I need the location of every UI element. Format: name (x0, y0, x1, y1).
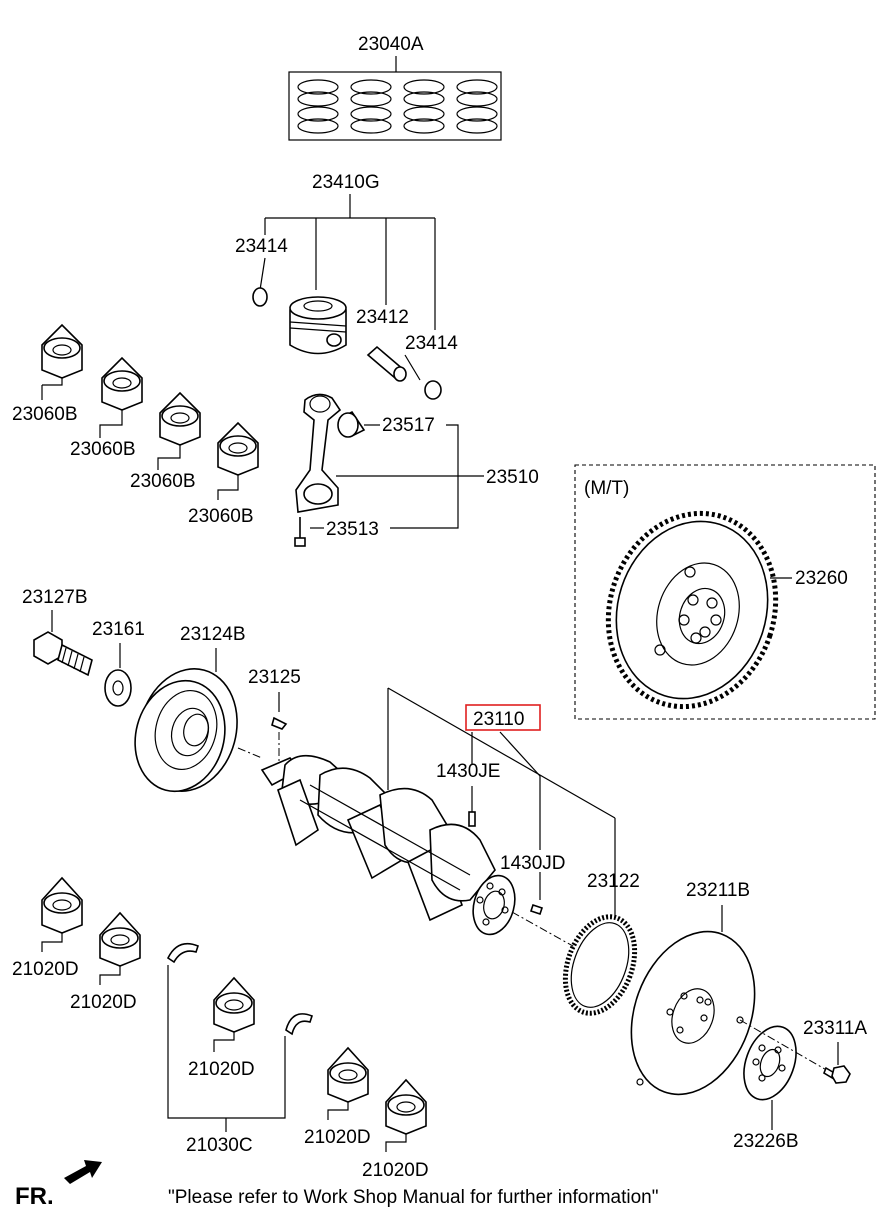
flywheel[interactable] (584, 491, 801, 728)
piston-ring-set[interactable] (288, 56, 502, 141)
label-23260: 23260 (795, 568, 848, 589)
crankshaft-flange[interactable] (467, 871, 521, 939)
washer[interactable] (104, 669, 132, 707)
sensor-wheel[interactable] (553, 907, 647, 1023)
label-23060B-1: 23060B (12, 404, 78, 425)
snap-ring-left[interactable] (252, 287, 268, 307)
crank-pulley-bolt[interactable] (33, 631, 93, 677)
label-23513: 23513 (326, 519, 379, 540)
woodruff-key[interactable] (271, 716, 288, 730)
label-23517: 23517 (382, 415, 435, 436)
main-bearing-upper-3[interactable] (159, 391, 201, 446)
footer-note: "Please refer to Work Shop Manual for fu… (168, 1187, 658, 1208)
main-bearing-lower-2[interactable] (99, 911, 141, 967)
thrust-washer-leaders (167, 965, 286, 1132)
thrust-washer-right[interactable] (285, 1013, 313, 1036)
main-bearing-upper-2[interactable] (101, 356, 143, 411)
label-23412: 23412 (356, 307, 409, 328)
label-21020D-3: 21020D (188, 1059, 255, 1080)
label-23125: 23125 (248, 667, 301, 688)
main-bearing-lower-5[interactable] (385, 1078, 427, 1135)
label-21030C: 21030C (186, 1135, 253, 1156)
drive-plate-bolt[interactable] (823, 1065, 851, 1084)
label-mt: (M/T) (584, 478, 629, 499)
piston-pin[interactable] (366, 345, 407, 382)
label-23122: 23122 (587, 871, 640, 892)
label-23414-b: 23414 (405, 333, 458, 354)
piston-assembly-leaders (259, 194, 436, 381)
label-23161: 23161 (92, 619, 145, 640)
label-21020D-1: 21020D (12, 959, 79, 980)
connecting-rod[interactable] (295, 393, 342, 513)
crankshaft-leaders (387, 687, 616, 922)
snap-ring-right[interactable] (424, 380, 442, 400)
front-arrow-icon (64, 1160, 102, 1184)
label-21020D-2: 21020D (70, 992, 137, 1013)
main-bearing-lower-1[interactable] (41, 876, 83, 934)
rod-bolt[interactable] (294, 517, 306, 547)
main-bearing-lower-3[interactable] (213, 976, 255, 1033)
label-23110: 23110 (473, 709, 524, 730)
pulley-centerline (237, 747, 263, 759)
main-bearing-upper-1[interactable] (41, 323, 83, 379)
label-1430JE: 1430JE (436, 761, 500, 782)
label-23127B: 23127B (22, 587, 88, 608)
label-21020D-4: 21020D (304, 1127, 371, 1148)
label-23060B-2: 23060B (70, 439, 136, 460)
drive-plate[interactable] (610, 914, 776, 1112)
label-23060B-4: 23060B (188, 506, 254, 527)
rod-bearing[interactable] (337, 410, 366, 438)
highlight-box-23110 (465, 704, 541, 731)
label-23040A: 23040A (358, 34, 424, 55)
label-23211B: 23211B (686, 880, 750, 901)
main-bearing-upper-4[interactable] (217, 421, 259, 476)
label-23410G: 23410G (312, 172, 380, 193)
crankshaft[interactable] (260, 754, 496, 922)
label-23226B: 23226B (733, 1131, 799, 1152)
label-23414-a: 23414 (235, 236, 288, 257)
rod-leaders (310, 424, 484, 529)
manual-transmission-box (574, 464, 876, 720)
front-marker: FR. (15, 1183, 54, 1210)
thrust-washer-left[interactable] (166, 942, 199, 964)
label-21020D-5: 21020D (362, 1160, 429, 1181)
bearing-leaders-upper (41, 378, 239, 500)
piston[interactable] (289, 296, 347, 355)
label-23510: 23510 (486, 467, 539, 488)
dowel-pin[interactable] (529, 903, 544, 916)
crankshaft-pulley[interactable] (123, 658, 250, 803)
label-23060B-3: 23060B (130, 471, 196, 492)
label-23124B: 23124B (180, 624, 246, 645)
label-1430JD: 1430JD (500, 853, 566, 874)
main-bearing-lower-4[interactable] (327, 1046, 369, 1103)
bearing-leaders-lower (41, 933, 407, 1152)
label-23311A: 23311A (803, 1018, 867, 1039)
